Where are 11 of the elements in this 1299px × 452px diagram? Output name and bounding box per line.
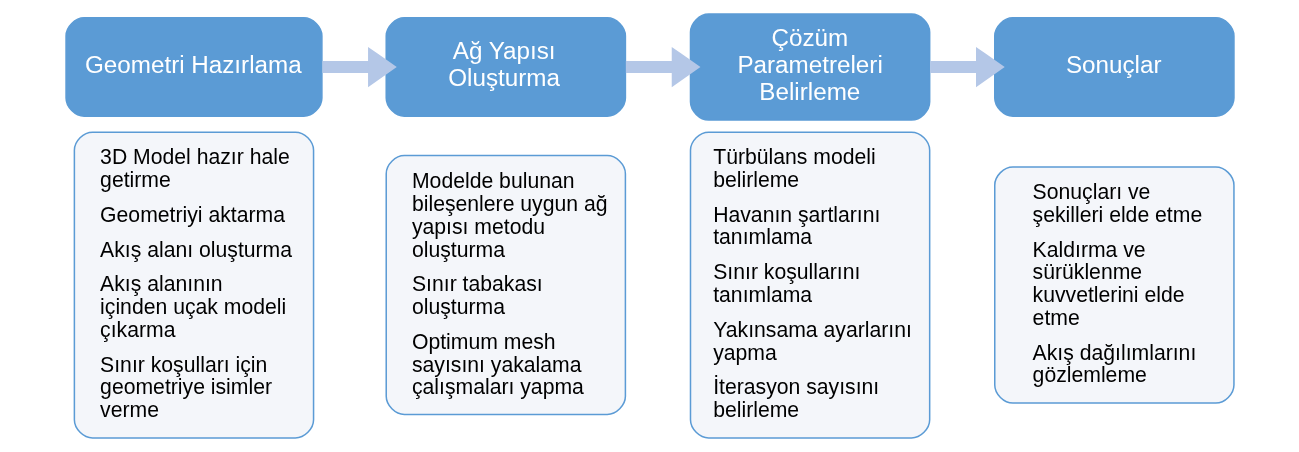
node-box: Modelde bulunan bileşenlere uygun ağ yapısı metodu oluşturma Sınır tabakası oluşturma Optimum mesh sayısını yakalama çalışmaları yapma [384, 154, 626, 416]
node-box: Türbülans modeli belirleme Havanın şartlarını tanımlama Sınır koşullarını tanımlama Yakınsama ayarlarını yapma İterasyon sayısını belirleme [689, 131, 930, 439]
arrow [322, 46, 397, 88]
node-box: Sonuçları ve şekilleri elde etme Kaldırma ve sürüklenme kuvvetlerini elde etme Akış dağılımlarını gözlemleme [993, 166, 1235, 404]
node-box: Ağ Yapısı Oluşturma [384, 17, 626, 117]
arrow [625, 46, 700, 88]
node-box: 3D Model hazır hale getirme Geometriyi aktarma Akış alanı oluşturma Akış alanının içinden uçak modeli çıkarma Sınır koşulları için geometriye isimler verme [73, 131, 314, 439]
arrow [929, 46, 1005, 88]
node-box: Çözüm Parametreleri Belirleme [689, 13, 930, 121]
node-box: Geometri Hazırlama [64, 17, 323, 117]
node-box: Sonuçlar [993, 17, 1235, 117]
